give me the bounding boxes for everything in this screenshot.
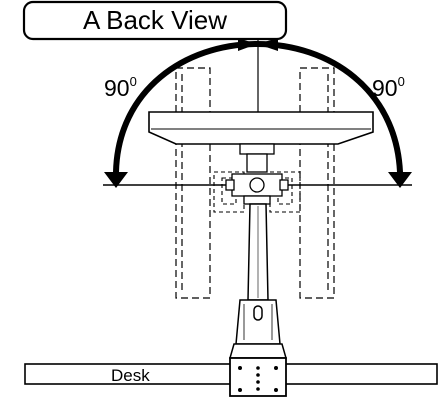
rotation-left-value: 90 [104,75,130,101]
arrowhead-left-icon [104,172,128,188]
svg-text:900: 900 [372,74,405,101]
arrowhead-right-icon [388,172,412,188]
desk-label: Desk [111,366,150,385]
title-box: A Back View [22,0,288,41]
arrowhead-top-left-icon [238,38,257,51]
rotation-left-unit: 0 [130,74,137,89]
desk-clamp [229,343,287,397]
tilt-head [225,143,289,205]
monitor-arm [235,203,281,345]
rotation-right-unit: 0 [398,74,405,89]
rotation-right-value: 90 [372,75,398,101]
monitor-landscape [148,111,374,145]
arrowhead-top-right-icon [257,38,278,51]
rotation-label-right: 900 [372,74,405,101]
rotation-label-left: 900 [104,74,137,101]
svg-text:900: 900 [104,74,137,101]
clamp-screw-holes [238,366,278,392]
rotated-monitor-left-outline [175,67,211,299]
rotated-monitor-right-outline [299,67,335,299]
title-text: A Back View [83,5,227,35]
